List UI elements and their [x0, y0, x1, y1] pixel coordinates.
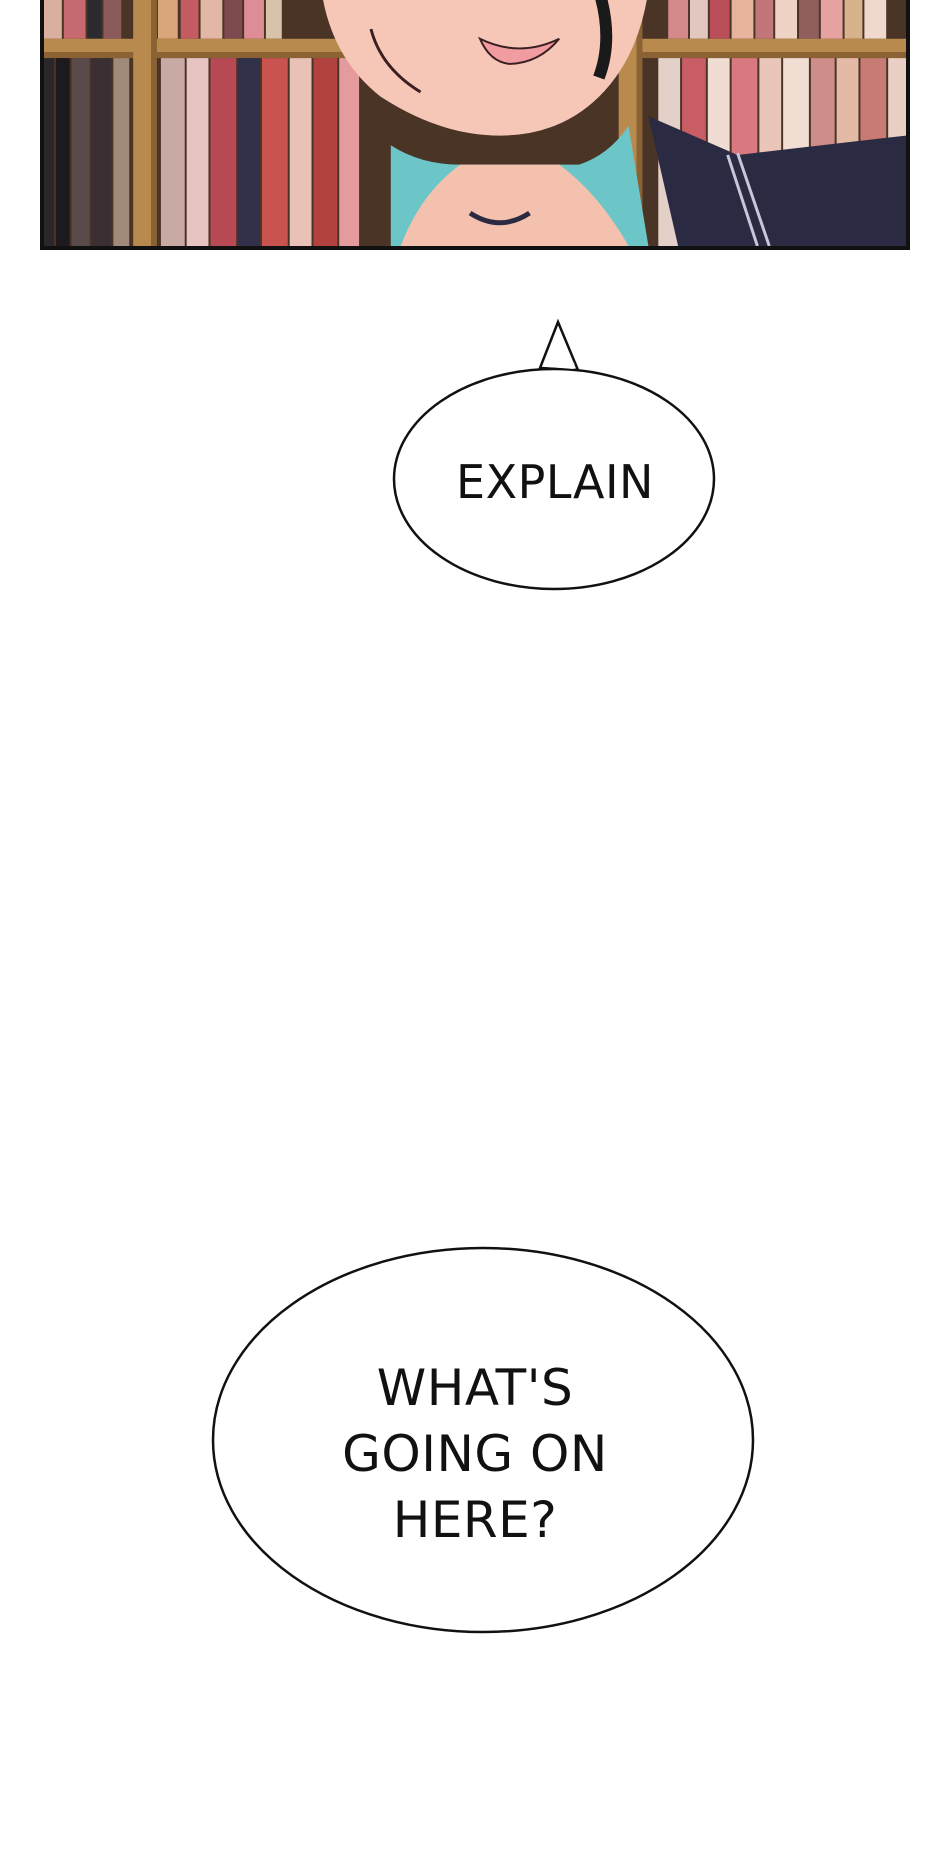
comic-panel — [40, 0, 910, 250]
speech-bubble-1-text: EXPLAIN — [456, 455, 654, 509]
character — [323, 0, 906, 246]
speech-bubble-2-text: WHAT'S GOING ON HERE? — [342, 1359, 608, 1549]
bookshelf-scene — [44, 0, 906, 246]
upper-books — [44, 0, 887, 39]
